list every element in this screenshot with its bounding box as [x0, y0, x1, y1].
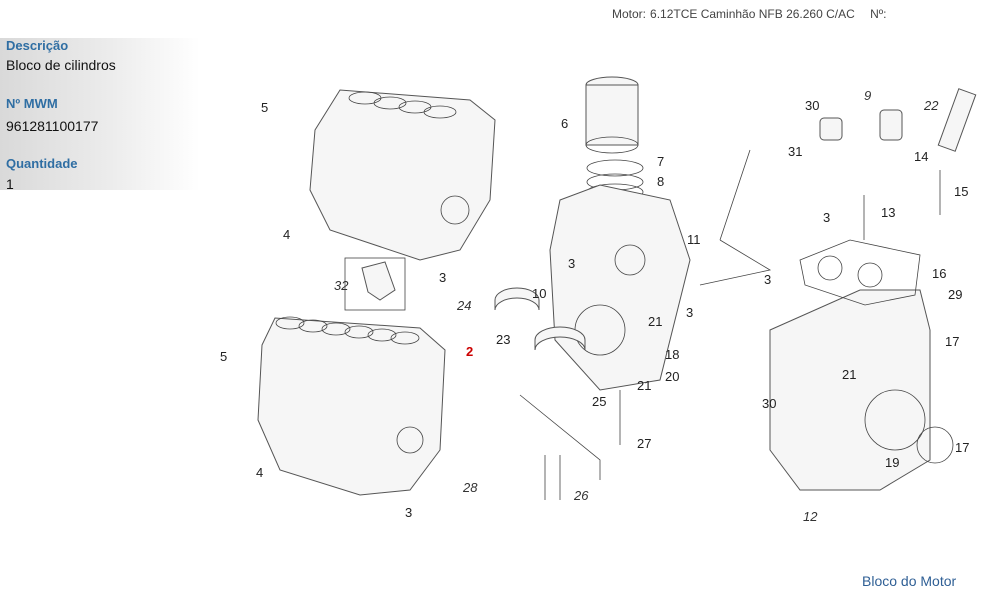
- callout-part-14: 3: [823, 210, 831, 225]
- callout-part-11: 14: [914, 149, 929, 164]
- callout-part-9: 9: [864, 88, 872, 103]
- description-label: Descrição: [6, 38, 69, 53]
- callout-part-15: 11: [687, 232, 701, 247]
- callout-part-30: 17: [945, 334, 960, 349]
- callout-part-21: 29: [948, 287, 963, 302]
- rear-block: [769, 289, 931, 491]
- quantity-value: 1: [6, 176, 14, 192]
- description-value: Bloco de cilindros: [6, 57, 116, 73]
- callout-part-8: 30: [805, 98, 820, 113]
- mwm-label: Nº MWM: [6, 96, 58, 111]
- callout-part-41: 12: [803, 509, 818, 524]
- callout-part-35: 17: [955, 440, 970, 455]
- callout-part-37: 4: [256, 465, 264, 480]
- callout-part-29: 21: [637, 378, 652, 393]
- callout-part-31: 21: [842, 367, 857, 382]
- bearing-23: [534, 326, 586, 351]
- motor-value: 6.12TCE Caminhão NFB 26.260 C/AC: [650, 7, 855, 21]
- callout-part-3: 32: [334, 278, 349, 293]
- head-gasket: [799, 239, 921, 306]
- callout-part-38: 3: [405, 505, 413, 520]
- callout-part-19: 24: [457, 298, 472, 313]
- callout-part-28: 20: [665, 369, 680, 384]
- callout-part-34: 27: [637, 436, 652, 451]
- callout-part-27: 18: [665, 347, 680, 362]
- callout-part-23: 3: [686, 305, 694, 320]
- mwm-value: 961281100177: [6, 118, 99, 134]
- number-label: Nº:: [870, 7, 887, 21]
- callout-part-32: 30: [762, 396, 777, 411]
- callout-part-36: 19: [885, 455, 900, 470]
- callout-part-20: 16: [932, 266, 947, 281]
- engine-header: Motor:6.12TCE Caminhão NFB 26.260 C/AC N…: [612, 7, 891, 21]
- callout-part-24[interactable]: 2: [466, 344, 474, 359]
- quantity-label: Quantidade: [6, 156, 78, 171]
- callout-part-2: 3: [439, 270, 447, 285]
- callout-part-5: 7: [657, 154, 665, 169]
- callout-part-13: 13: [881, 205, 896, 220]
- callout-part-25: 23: [496, 332, 511, 347]
- engine-block-link[interactable]: Bloco do Motor: [862, 573, 957, 589]
- callout-part-7: 31: [788, 144, 803, 159]
- callout-part-17: 3: [764, 272, 772, 287]
- callout-part-12: 15: [954, 184, 969, 199]
- cylinder-block-upper: [309, 89, 496, 311]
- bearing-24: [494, 287, 540, 311]
- callout-part-10: 22: [924, 98, 939, 113]
- cylinder-block-lower: [257, 316, 446, 496]
- cylinder-liner: [585, 76, 644, 201]
- callout-part-26: 5: [220, 349, 228, 364]
- callout-part-1: 4: [283, 227, 291, 242]
- callout-part-6: 8: [657, 174, 665, 189]
- callout-part-16: 3: [568, 256, 576, 271]
- part-details-panel: Descrição Bloco de cilindros Nº MWM 9612…: [0, 38, 200, 192]
- motor-label: Motor:: [612, 7, 647, 21]
- callout-part-18: 10: [532, 286, 547, 301]
- callout-part-40: 26: [574, 488, 589, 503]
- callout-part-39: 28: [463, 480, 478, 495]
- callout-part-4: 6: [561, 116, 569, 131]
- callout-part-22: 21: [648, 314, 663, 329]
- callout-part-0: 5: [261, 100, 269, 115]
- callout-part-33: 25: [592, 394, 607, 409]
